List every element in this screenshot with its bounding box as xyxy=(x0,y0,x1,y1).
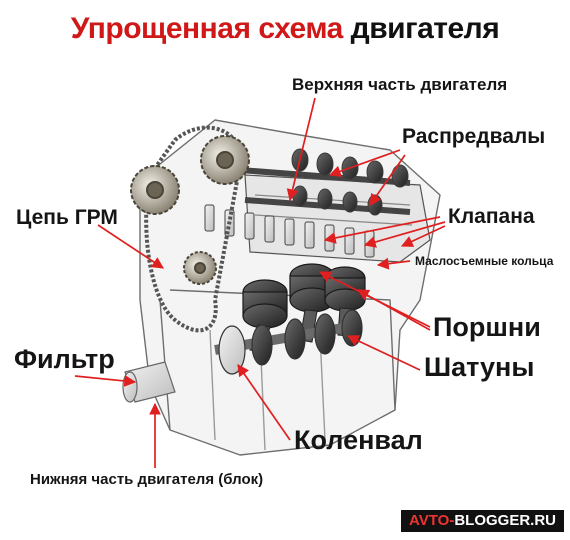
title-rest: двигателя xyxy=(350,12,500,45)
watermark: AVTO-BLOGGER.RU xyxy=(401,510,564,532)
label-filter: Фильтр xyxy=(14,344,115,374)
timing-gears xyxy=(130,135,250,285)
label-oil-rings: Маслосъемные кольца xyxy=(415,254,554,268)
label-bottom-part: Нижняя часть двигателя (блок) xyxy=(30,471,264,488)
callout-arrows xyxy=(74,97,446,468)
title-highlight: Упрощенная схема xyxy=(70,12,344,45)
timing-chain xyxy=(144,125,243,333)
label-timing-chain: Цепь ГРМ xyxy=(16,206,118,229)
watermark-prefix: AVTO- xyxy=(409,512,455,529)
label-top-part: Верхняя часть двигателя xyxy=(292,75,508,94)
label-camshafts: Распредвалы xyxy=(402,125,546,148)
label-pistons: Поршни xyxy=(433,312,541,342)
label-rods: Шатуны xyxy=(424,352,535,382)
watermark-suffix: BLOGGER.RU xyxy=(454,512,556,529)
crankshaft xyxy=(214,309,363,375)
label-valves: Клапана xyxy=(448,205,535,228)
page-title: Упрощенная схема двигателя xyxy=(0,12,570,46)
label-crankshaft: Коленвал xyxy=(294,425,423,455)
